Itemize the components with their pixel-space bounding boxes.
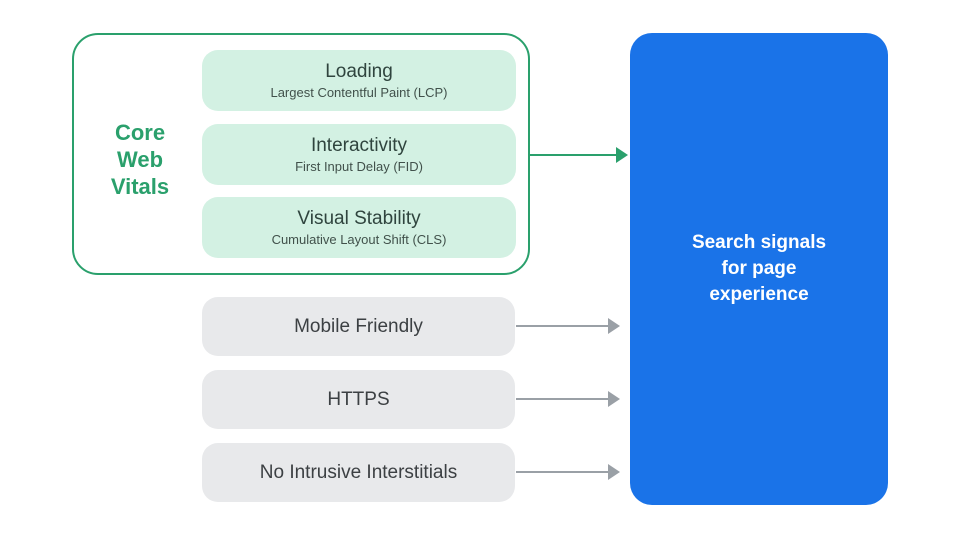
arrow-head-icon [608, 464, 620, 480]
signal-box-no-intrusive-interstitials: No Intrusive Interstitials [202, 443, 515, 502]
vital-subtitle: First Input Delay (FID) [295, 158, 423, 174]
vital-card-loading: Loading Largest Contentful Paint (LCP) [202, 50, 516, 111]
arrow-mobile-friendly [516, 318, 622, 334]
signal-label: No Intrusive Interstitials [259, 461, 458, 483]
core-web-vitals-label: Core Web Vitals [84, 119, 196, 200]
arrow-https [516, 391, 622, 407]
core-web-vitals-label-line: Core [114, 120, 166, 145]
arrow-line [516, 398, 608, 400]
signal-label: HTTPS [327, 388, 390, 410]
arrow-no-intrusive-interstitials [516, 464, 622, 480]
search-signals-box: Search signals for page experience [630, 33, 888, 505]
vital-subtitle: Cumulative Layout Shift (CLS) [271, 231, 447, 247]
arrow-line [516, 471, 608, 473]
vital-card-interactivity: Interactivity First Input Delay (FID) [202, 124, 516, 185]
core-web-vitals-label-line: Web [116, 147, 164, 172]
arrow-line [530, 154, 618, 156]
vital-title: Loading [325, 60, 393, 82]
search-signals-label-line: Search signals [691, 232, 827, 253]
signal-box-mobile-friendly: Mobile Friendly [202, 297, 515, 356]
arrow-core-web-vitals [530, 147, 630, 163]
core-web-vitals-label-line: Vitals [110, 174, 170, 199]
arrow-line [516, 325, 608, 327]
arrow-head-icon [616, 147, 628, 163]
arrow-head-icon [608, 318, 620, 334]
signal-label: Mobile Friendly [294, 315, 423, 337]
signal-box-https: HTTPS [202, 370, 515, 429]
vital-title: Visual Stability [297, 207, 421, 229]
search-signals-label-line: experience [709, 284, 809, 305]
vital-card-visual-stability: Visual Stability Cumulative Layout Shift… [202, 197, 516, 258]
search-signals-label: Search signals for page experience [692, 230, 826, 308]
arrow-head-icon [608, 391, 620, 407]
vital-subtitle: Largest Contentful Paint (LCP) [270, 84, 448, 100]
search-signals-label-line: for page [721, 258, 797, 279]
vital-title: Interactivity [310, 134, 408, 156]
